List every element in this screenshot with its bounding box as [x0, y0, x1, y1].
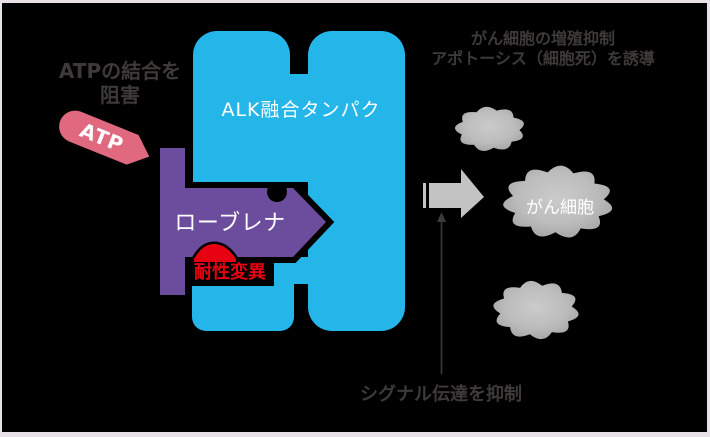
atp-inhibition-line1: ATPの結合を — [59, 59, 181, 83]
result-arrow-shaft — [429, 183, 461, 208]
signal-inhibition-label: シグナル伝達を抑制 — [360, 383, 522, 405]
result-arrow-head — [461, 169, 484, 218]
effect-label: がん細胞の増殖抑制 アポトーシス（細胞死）を誘導 — [431, 29, 655, 68]
atp-pill-shape — [59, 110, 150, 165]
alk-protein-right-lobe — [308, 31, 405, 331]
drug-name-label: ローブレナ — [174, 211, 285, 236]
effect-line2: アポトーシス（細胞死）を誘導 — [431, 49, 655, 68]
cancer-cell-cloud-large — [503, 165, 613, 238]
signal-annotation-pointer — [437, 212, 446, 374]
resistance-mutation-label: 耐性変異 — [194, 261, 266, 283]
annotation-arrowhead-icon — [437, 212, 446, 222]
cancer-cell-cloud-bottom — [493, 280, 579, 340]
binding-pocket-notch — [267, 182, 287, 202]
cancer-cell-cloud-small — [454, 106, 524, 151]
atp-inhibition-label: ATPの結合を 阻害 — [59, 59, 181, 107]
resistance-mutation-bump — [191, 241, 239, 265]
alk-protein-top-left-lobe — [193, 31, 290, 182]
effect-line1: がん細胞の増殖抑制 — [471, 29, 615, 48]
alk-protein-label: ALK融合タンパク — [221, 99, 380, 121]
result-arrow — [423, 169, 484, 218]
atp-inhibition-line2: 阻害 — [100, 83, 140, 107]
alk-protein-bridge-top — [282, 74, 316, 182]
result-arrow-tail-stripe — [423, 183, 426, 208]
lorbrena-drug-arrow — [154, 142, 335, 301]
cancer-cell-label: がん細胞 — [526, 198, 594, 218]
